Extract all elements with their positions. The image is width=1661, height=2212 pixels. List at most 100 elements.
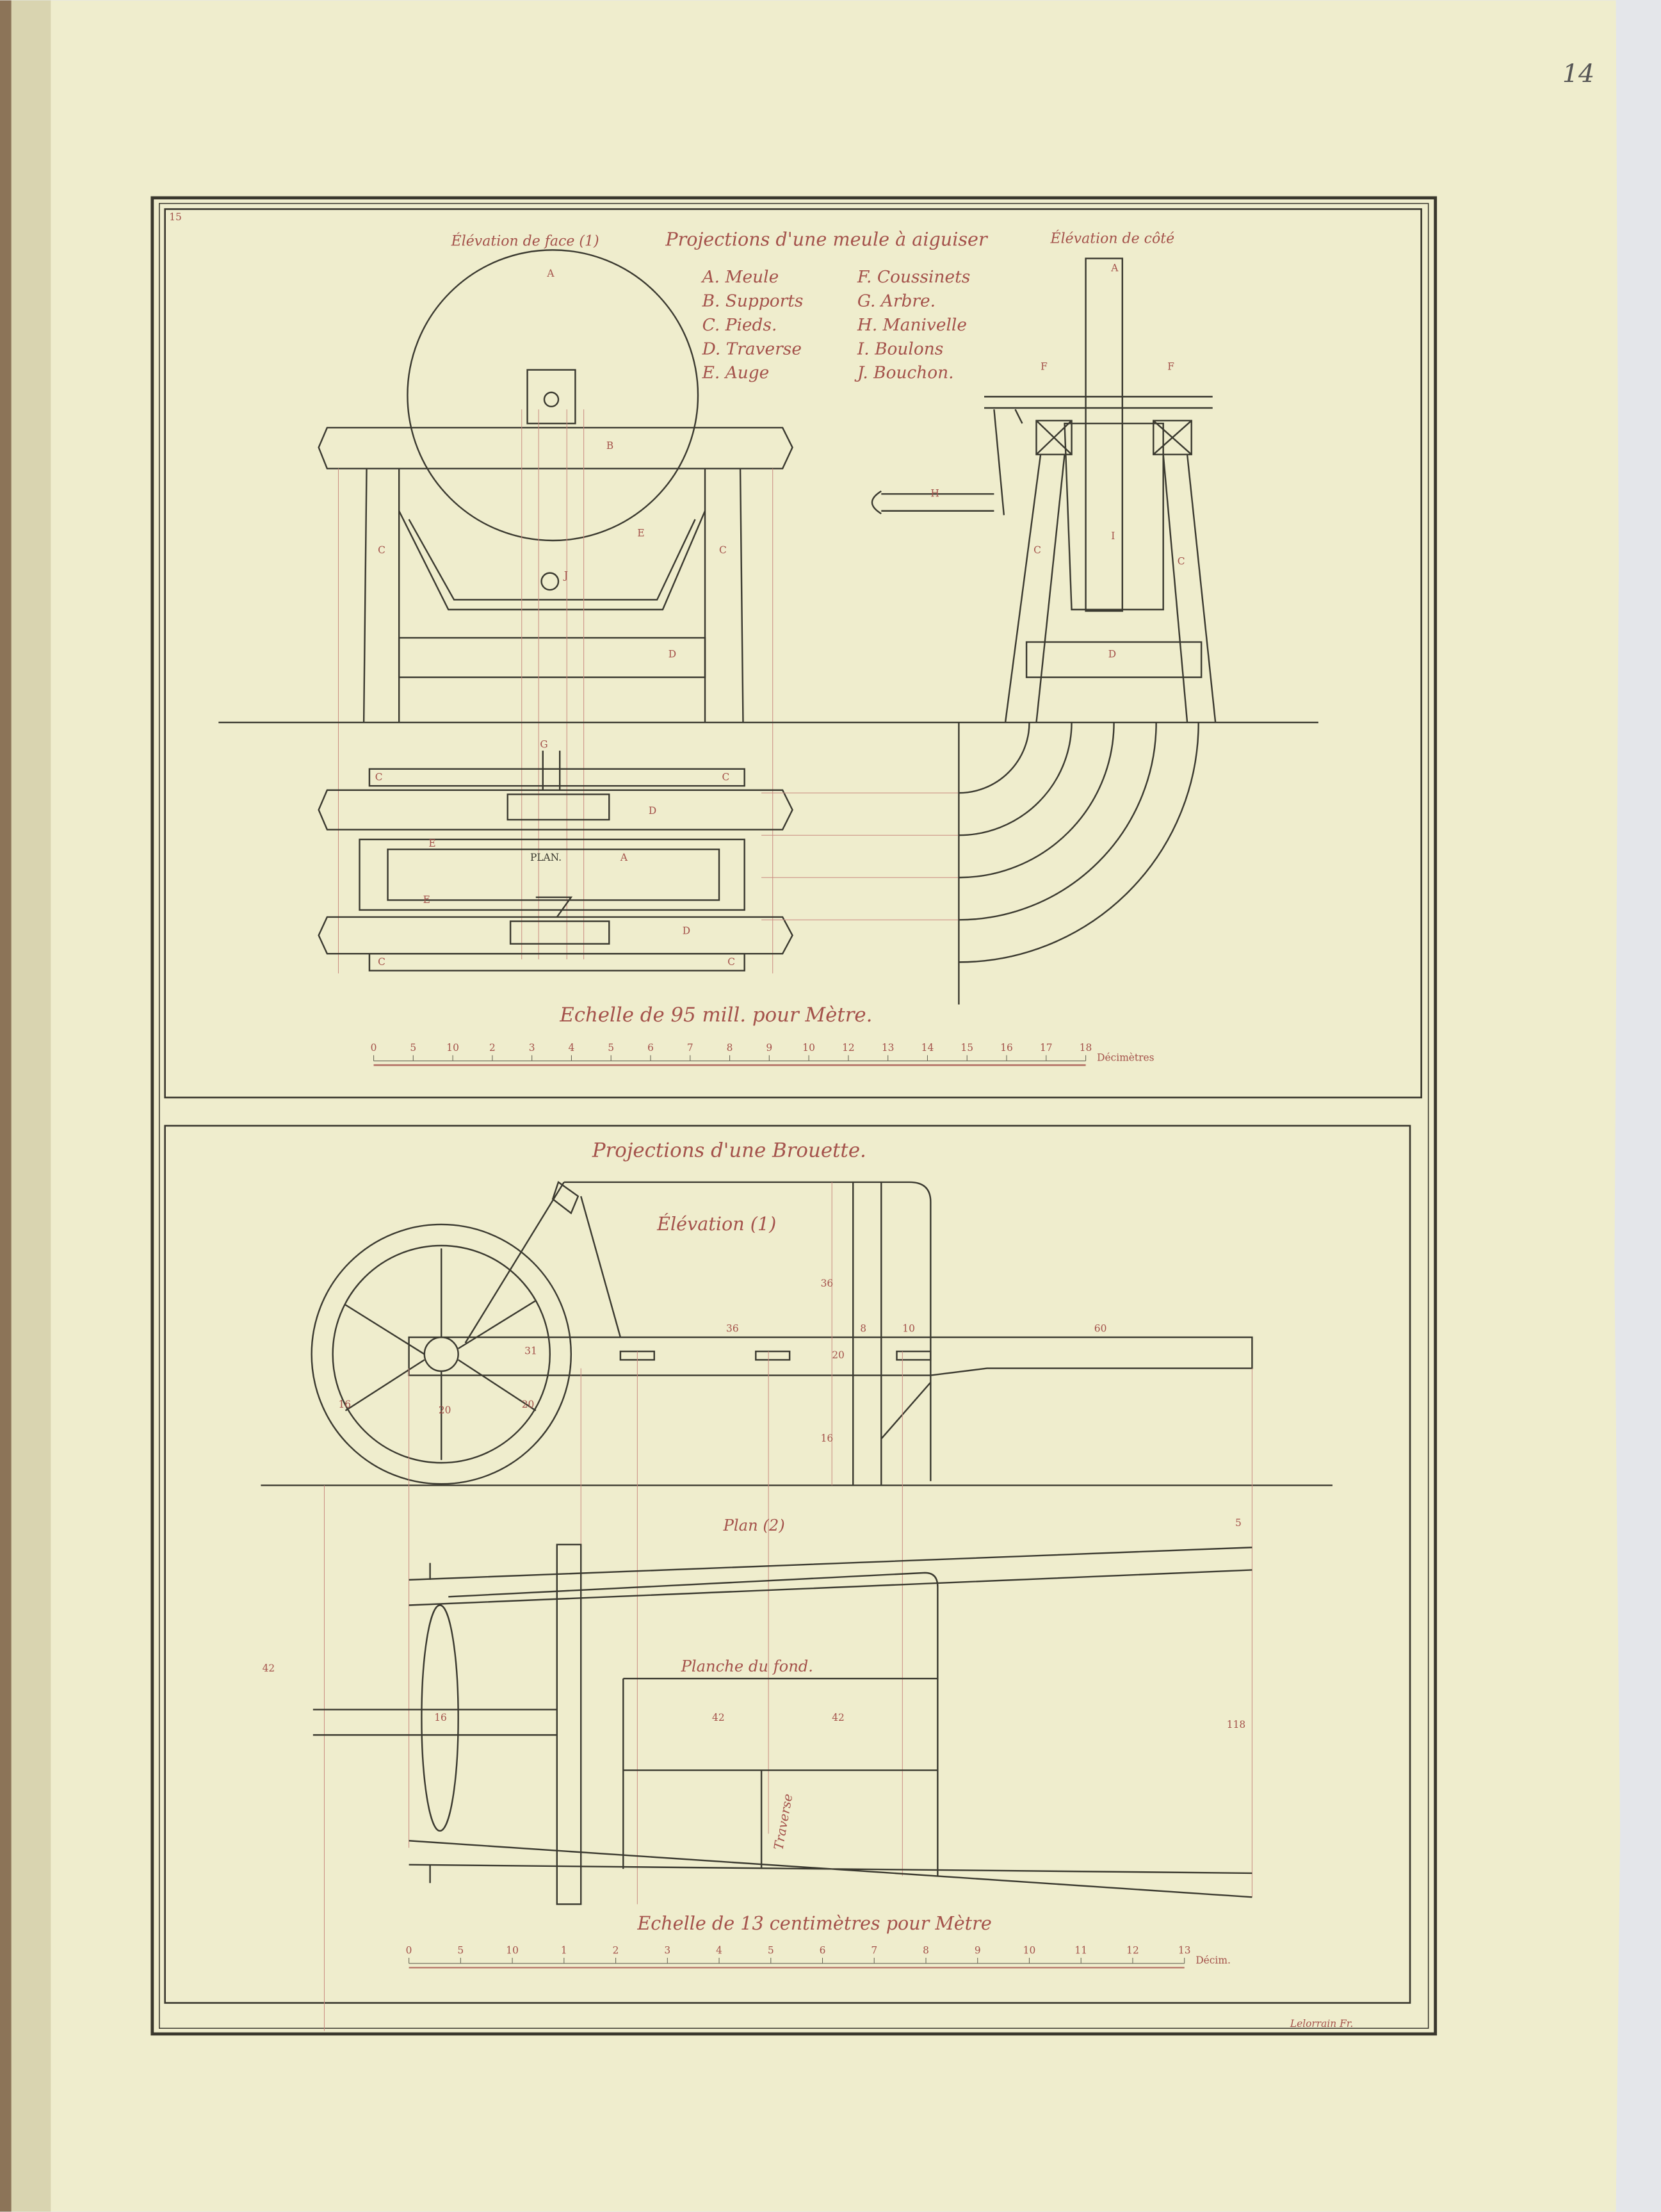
svg-text:16: 16 — [338, 1399, 351, 1410]
scale-tick-label: 3 — [664, 1944, 670, 1956]
scale-tick-label: 13 — [882, 1042, 895, 1053]
svg-text:C: C — [722, 771, 729, 783]
svg-text:10: 10 — [902, 1322, 915, 1334]
scale-tick-label: 9 — [766, 1042, 772, 1053]
side-elevation — [761, 257, 1217, 1005]
grindstone-plate: Élévation de face (1) Projections d'une … — [218, 229, 1318, 1066]
scale-tick-label: 8 — [727, 1042, 733, 1053]
svg-text:C: C — [719, 544, 727, 556]
legend-c: C. Pieds. — [702, 315, 777, 335]
svg-text:G: G — [540, 739, 547, 751]
page-number: 14 — [1562, 59, 1594, 88]
svg-text:I: I — [1111, 530, 1115, 542]
bottom-board-label: Planche du fond. — [681, 1657, 813, 1675]
svg-text:8: 8 — [860, 1322, 866, 1334]
scale-tick-label: 11 — [1074, 1944, 1087, 1956]
svg-text:C: C — [378, 956, 385, 968]
scale-tick-label: 0 — [406, 1944, 412, 1956]
svg-text:E: E — [637, 527, 644, 539]
svg-text:C: C — [1178, 555, 1185, 567]
outer-frame — [150, 196, 1438, 2036]
svg-text:20: 20 — [832, 1349, 845, 1361]
scale-tick-label: 12 — [1126, 1944, 1139, 1956]
svg-text:60: 60 — [1094, 1322, 1107, 1334]
parts-legend: A. Meule B. Supports C. Pieds. D. Traver… — [701, 267, 971, 383]
svg-text:5: 5 — [1235, 1517, 1242, 1529]
svg-text:118: 118 — [1227, 1719, 1245, 1730]
svg-text:C: C — [727, 956, 735, 968]
scale-tick-label: 3 — [529, 1042, 535, 1053]
legend-e: E. Auge — [702, 363, 770, 383]
scale-tick-label: 15 — [960, 1042, 973, 1053]
part-letters: A B C C E D J G C C D E A E D C C A C C … — [375, 262, 1185, 967]
front-view-label: Élévation de face (1) — [451, 232, 599, 250]
scale-tick-label: 18 — [1080, 1042, 1092, 1053]
side-view-label: Élévation de côté — [1050, 229, 1175, 247]
wheelbarrow-plate: Projections d'une Brouette. Élévation (1… — [261, 1139, 1333, 2031]
svg-text:H: H — [930, 488, 939, 500]
svg-text:D: D — [649, 805, 656, 817]
grindstone-title: Projections d'une meule à aiguiser — [665, 229, 989, 250]
svg-text:C: C — [378, 544, 385, 556]
scale-tick-label: 5 — [410, 1042, 416, 1053]
scale-tick-label: 10 — [506, 1944, 519, 1956]
scale-tick-label: 7 — [871, 1944, 877, 1956]
legend-b: B. Supports — [702, 291, 804, 311]
svg-text:F: F — [1167, 361, 1174, 373]
svg-text:31: 31 — [524, 1346, 537, 1357]
svg-text:D: D — [668, 649, 676, 660]
paper — [0, 0, 1621, 2212]
legend-f: F. Coussinets — [857, 267, 970, 287]
scale-tick-label: 8 — [923, 1944, 929, 1956]
plan-label: Plan (2) — [723, 1517, 785, 1534]
scale-tick-label: 16 — [1000, 1042, 1013, 1053]
scale-tick-label: 4 — [569, 1042, 575, 1053]
svg-text:C: C — [1033, 544, 1041, 556]
svg-text:A: A — [546, 268, 555, 279]
scale-tick-label: 9 — [975, 1944, 981, 1956]
svg-text:J: J — [563, 569, 568, 581]
legend-g: G. Arbre. — [857, 291, 936, 311]
svg-text:F: F — [1041, 361, 1048, 373]
svg-text:E: E — [423, 894, 430, 906]
scale-tick-label: 10 — [446, 1042, 459, 1053]
svg-text:E: E — [428, 838, 435, 849]
scale-unit: Décim. — [1195, 1955, 1231, 1966]
wheelbarrow-title: Projections d'une Brouette. — [592, 1139, 866, 1162]
scale-tick-label: 5 — [608, 1042, 614, 1053]
svg-text:36: 36 — [821, 1278, 834, 1289]
svg-text:36: 36 — [726, 1322, 739, 1334]
scale-tick-label: 17 — [1040, 1042, 1053, 1053]
svg-text:42: 42 — [712, 1712, 725, 1723]
dimension-labels: 36 8 10 60 31 20 36 16 20 20 16 42 118 4… — [263, 1278, 1246, 1730]
scale-unit: Décimètres — [1097, 1052, 1154, 1064]
scale-tick-label: 0 — [371, 1042, 377, 1053]
scale-tick-label: 5 — [457, 1944, 464, 1956]
lower-scale-title: Echelle de 13 centimètres pour Mètre — [636, 1912, 991, 1934]
corner-mark: 15 — [169, 211, 182, 223]
wheelbarrow-plan: Planche du fond. Traverse — [312, 1543, 1252, 1905]
scale-tick-label: 10 — [1023, 1944, 1036, 1956]
plan-label: PLAN. — [530, 852, 562, 863]
svg-text:42: 42 — [263, 1663, 275, 1674]
scale-tick-label: 5 — [768, 1944, 774, 1956]
legend-j: J. Bouchon. — [854, 363, 954, 383]
signature: Lelorrain Fr. — [1290, 2018, 1353, 2029]
svg-text:A: A — [1110, 262, 1119, 273]
svg-text:D: D — [683, 925, 690, 936]
scale-tick-label: 7 — [687, 1042, 693, 1053]
svg-text:C: C — [375, 771, 383, 783]
scale-tick-label: 6 — [820, 1944, 826, 1956]
legend-a: A. Meule — [701, 267, 779, 287]
scale-tick-label: 10 — [802, 1042, 815, 1053]
legend-d: D. Traverse — [702, 339, 802, 359]
scale-tick-label: 1 — [561, 1944, 567, 1956]
svg-text:20: 20 — [439, 1404, 451, 1416]
svg-text:16: 16 — [434, 1712, 447, 1723]
scale-tick-label: 2 — [489, 1042, 496, 1053]
scale-tick-label: 2 — [613, 1944, 619, 1956]
scale-tick-label: 4 — [716, 1944, 722, 1956]
